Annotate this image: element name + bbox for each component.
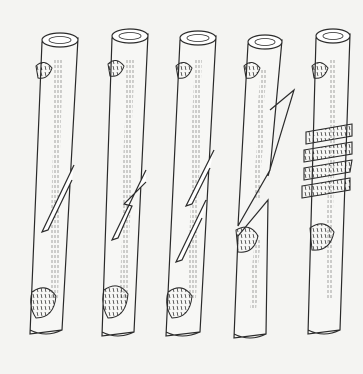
stem-4 [234,35,294,338]
stem-3 [166,31,216,336]
stem-3-cut-top [180,31,216,45]
stem-1 [30,33,78,334]
stem-2 [102,29,148,336]
stem-5-cut-top [316,29,350,43]
stem-1-cut-top [42,33,78,47]
stem-4-cut-top [248,35,282,49]
stem-5 [302,29,352,334]
stem-2-cut-top [112,29,148,43]
